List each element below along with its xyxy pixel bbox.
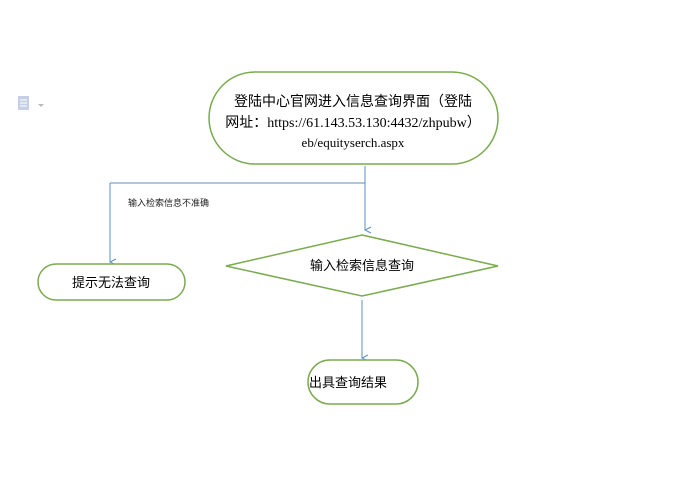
result-label: 出具查询结果 [309, 376, 387, 391]
start-line2: 网址：https://61.143.53.130:4432/zhpubw） [225, 115, 481, 131]
edge-label-error: 输入检索信息不准确 [128, 197, 209, 209]
error-node [37, 263, 186, 301]
result-node [307, 359, 419, 405]
start-line1: 登陆中心官网进入信息查询界面（登陆 [234, 93, 472, 110]
start-url: https://61.143.53.130:4432/zhpubw） [267, 115, 481, 131]
decision-label: 输入检索信息查询 [310, 258, 414, 274]
start-line3: eb/equityserch.aspx [302, 135, 405, 150]
start-line2-prefix: 网址： [225, 115, 267, 131]
decision-node [225, 234, 499, 297]
document-icon[interactable] [18, 96, 29, 110]
start-node [208, 71, 499, 165]
dropdown-arrow-icon[interactable] [38, 104, 44, 107]
error-label: 提示无法查询 [72, 275, 150, 291]
